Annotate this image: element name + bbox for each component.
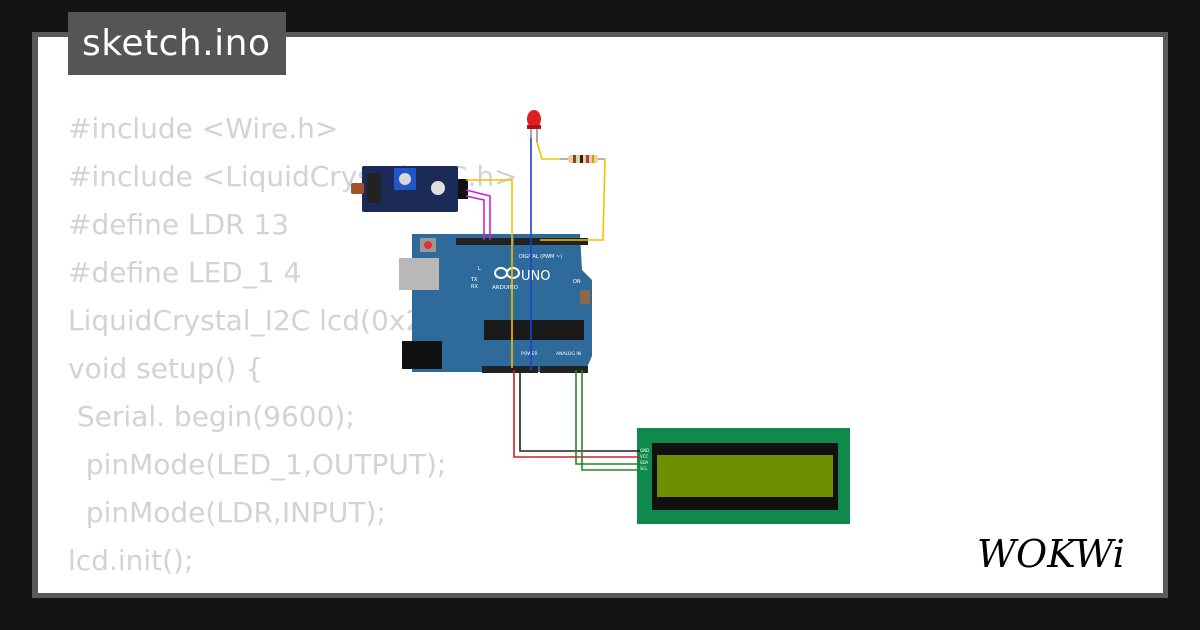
lcd-1602-display[interactable]: GND VCC SDA SCL bbox=[637, 428, 850, 524]
code-line: lcd.backlight(); bbox=[68, 585, 533, 593]
wire-yellow-resistor bbox=[540, 158, 606, 241]
tx-label: TX bbox=[470, 277, 478, 283]
l-led-label: L bbox=[478, 266, 481, 272]
lcd-pin-gnd: GND bbox=[640, 448, 649, 453]
wire-black bbox=[519, 370, 640, 452]
code-line: pinMode(LDR,INPUT); bbox=[68, 496, 386, 529]
power-header-label: POWER bbox=[521, 351, 538, 357]
resistor[interactable] bbox=[560, 155, 605, 163]
wire-magenta-1 bbox=[465, 189, 491, 240]
code-line: #include <Wire.h> bbox=[68, 112, 339, 145]
arduino-infinity-icon bbox=[494, 267, 520, 279]
analog-header-label: ANALOG IN bbox=[556, 351, 581, 357]
wires bbox=[465, 138, 640, 471]
file-tab[interactable]: sketch.ino bbox=[68, 12, 286, 75]
rx-label: RX bbox=[471, 284, 478, 290]
code-line: #include <LiquidCrystal_I2C.h> bbox=[68, 160, 518, 193]
wokwi-logo-text: WOKWi bbox=[977, 532, 1125, 575]
wokwi-logo: WOKWi bbox=[977, 532, 1125, 575]
ldr-sensor-module[interactable] bbox=[351, 166, 468, 212]
code-line: #define LED_1 4 bbox=[68, 256, 302, 289]
wire-red bbox=[513, 370, 640, 458]
wire-green-2 bbox=[581, 370, 640, 471]
wire-yellow-led bbox=[536, 141, 560, 160]
lcd-pin-vcc: VCC bbox=[640, 454, 649, 459]
digital-header-label: DIGITAL (PWM ~) bbox=[519, 254, 562, 260]
board-brand-label: ARDUINO bbox=[492, 285, 519, 291]
board-model-label: UNO bbox=[521, 269, 550, 284]
lcd-pin-sda: SDA bbox=[640, 460, 649, 465]
wire-yellow-sensor bbox=[466, 179, 513, 368]
simulation-canvas[interactable]: #include <Wire.h> #include <LiquidCrystal… bbox=[38, 37, 1163, 593]
code-line: Serial. begin(9600); bbox=[68, 400, 355, 433]
code-line: #define LDR 13 bbox=[68, 208, 290, 241]
code-line: pinMode(LED_1,OUTPUT); bbox=[68, 448, 447, 481]
red-led[interactable] bbox=[527, 110, 541, 142]
lcd-pin-scl: SCL bbox=[640, 466, 648, 471]
on-led-label: ON bbox=[573, 279, 581, 285]
wire-green-1 bbox=[575, 370, 640, 465]
wire-magenta-2 bbox=[465, 195, 485, 240]
arduino-uno-board[interactable]: UNO ARDUINO DIGITAL (PWM ~) POWER ANALOG… bbox=[399, 234, 592, 373]
code-line: lcd.init(); bbox=[68, 544, 194, 577]
code-line: void setup() { bbox=[68, 352, 264, 385]
